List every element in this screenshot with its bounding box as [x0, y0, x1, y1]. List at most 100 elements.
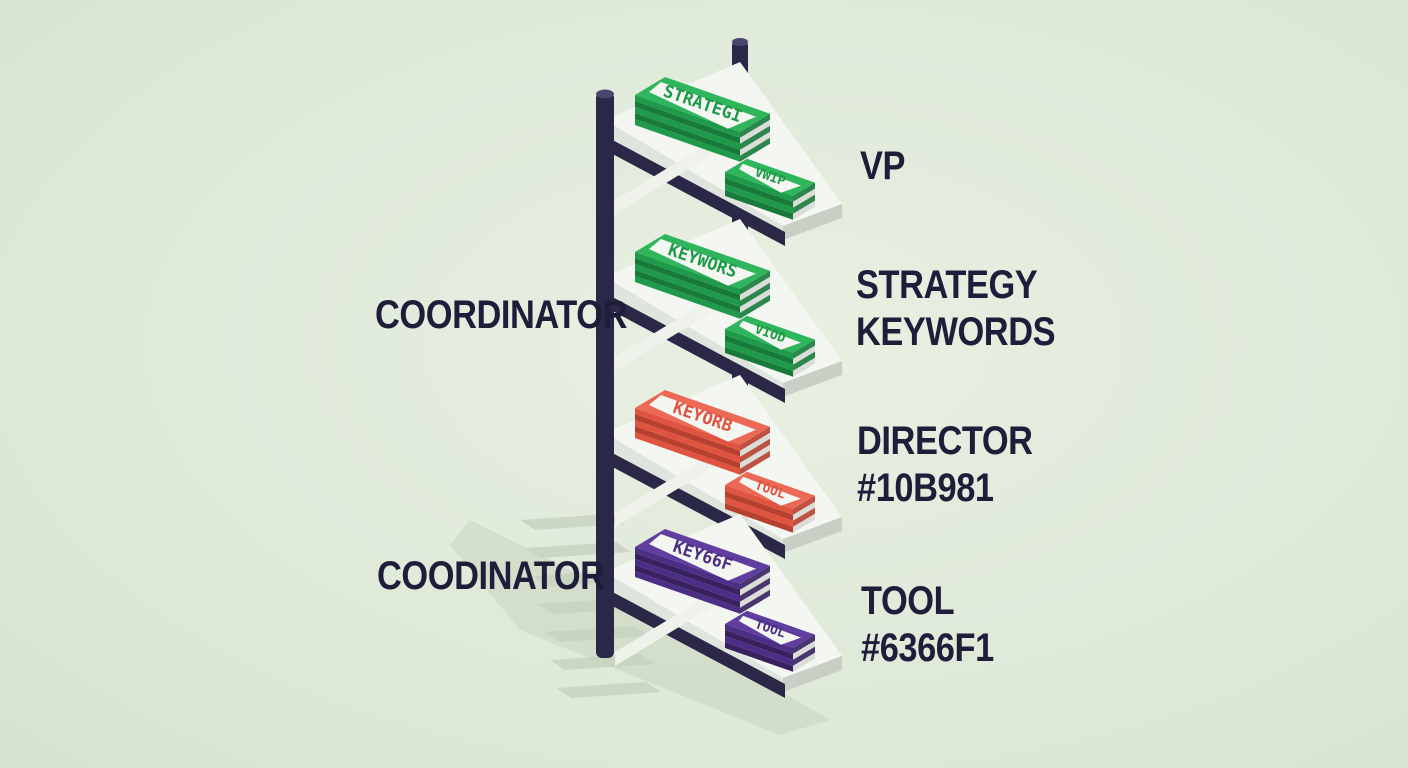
- shelf-front-bar: [605, 136, 785, 246]
- shelf-1-small-box-layer-1: [725, 172, 793, 202]
- shelf-1-label-line-1: VP: [860, 144, 906, 188]
- shelf-2-small-box-layer-4: [725, 347, 793, 377]
- shelf-4-label: TOOL #6366F1: [861, 578, 994, 672]
- shelf-3-big-box-layer-2: [635, 414, 740, 457]
- shelf-front-bar: [605, 588, 785, 698]
- shelf-3-label-line-1: DIRECTOR: [857, 419, 1033, 463]
- shelf-under-support: [615, 130, 730, 214]
- shelf-4-big-box-layer-4: [635, 565, 740, 608]
- shelf-3-big-box: KEYORB: [635, 390, 770, 475]
- shelf-2-label-line-2: KEYWORDS: [856, 310, 1056, 355]
- shelf-1-big-box-side-5: [740, 137, 770, 162]
- front-post-cap: [596, 89, 614, 99]
- shelf-2-small-box-layer-1: [725, 329, 793, 359]
- shelf-3-small-box-side-2: [793, 501, 815, 521]
- shelf-2-small-box-side-3: [793, 351, 815, 371]
- shelf-2-big-box-side-5: [740, 294, 770, 319]
- shelf-2-big-box-layer-3: [635, 264, 740, 307]
- shelf-1-big-box-side-4: [740, 131, 770, 156]
- shelf-2-big-box-label-panel: [649, 239, 756, 286]
- shelf-2-big-box-side-1: [740, 270, 770, 295]
- shelf-4-small-box-side-3: [793, 646, 815, 666]
- shelf-4-big-box-side-3: [740, 577, 770, 602]
- left-label-coordinator: COORDINATOR: [375, 292, 627, 339]
- shelf-3-label: DIRECTOR #10B981: [857, 418, 1033, 512]
- shelf-right-edge: [783, 204, 842, 240]
- shadow-rung-6: [550, 654, 655, 670]
- shelf-2-big-box-side-3: [740, 282, 770, 307]
- shelf-1-small-box-layer-2: [725, 178, 793, 208]
- shelf-under-support: [615, 443, 730, 527]
- shelf-2-big-box-layer-2: [635, 258, 740, 301]
- shelf-2-small-box-label-panel: [739, 320, 801, 350]
- shelf-1-small-box-layer-3: [725, 184, 793, 214]
- shelf-1-big-box-layer-1: [635, 95, 740, 138]
- shelf-1-big-box-layer-4: [635, 113, 740, 156]
- shelf-right-edge: [783, 361, 842, 397]
- shelf-3-label-line-2: #10B981: [857, 466, 994, 511]
- shelf-2-big-box-layer-4: [635, 270, 740, 313]
- shelf-4-small-box-side-1: [793, 634, 815, 654]
- shelf-1-big-box-side-1: [740, 113, 770, 138]
- shelf-3-big-box-layer-1: [635, 408, 740, 451]
- shelf-4-big-box-label-panel: [649, 534, 756, 581]
- shelf-1-big-box-layer-3: [635, 107, 740, 150]
- shelf-3-small-box-layer-3: [725, 497, 793, 527]
- shelf-4-big-box-layer-2: [635, 553, 740, 596]
- shelf-4-big-box-side-5: [740, 589, 770, 614]
- shelf-3-big-box-layer-4: [635, 426, 740, 469]
- shelf-right-edge: [783, 656, 842, 692]
- shelf-2-label-line-1: STRATEGY: [856, 263, 1038, 307]
- shelf-under-support: [615, 582, 730, 666]
- shelf-3-small-box-side-4: [793, 513, 815, 533]
- shelf-2-small-box-side-2: [793, 345, 815, 365]
- back-post-cap: [732, 38, 748, 46]
- shelf-4-small-box-layer-4: [725, 642, 793, 672]
- shelf-1-small-box-side-4: [793, 200, 815, 220]
- shelf-2-label: STRATEGY KEYWORDS: [856, 262, 1056, 356]
- shelf-4-big-box-side-4: [740, 583, 770, 608]
- shelf-1-big-box-layer-2: [635, 101, 740, 144]
- shelf-4-small-box-layer-2: [725, 630, 793, 660]
- shelf-1-small-box: VWIP: [725, 158, 815, 220]
- shelf-1-small-box-side-1: [793, 182, 815, 202]
- shelf-3-big-box-side-3: [740, 438, 770, 463]
- shelf-2-big-box: KEYWORS: [635, 234, 770, 319]
- shelf-4-label-line-2: #6366F1: [861, 626, 994, 671]
- shelf-right-edge: [783, 517, 842, 553]
- shelf-4-big-box-layer-5: [635, 571, 740, 614]
- shelf-4-small-box: TOOL: [725, 610, 815, 672]
- shelf-2-big-box-side-4: [740, 288, 770, 313]
- shelf-2-big-box-layer-1: [635, 252, 740, 295]
- shelf-4-label-line-1: TOOL: [861, 579, 955, 623]
- shelf-4-big-box-layer-1: [635, 547, 740, 590]
- shelf-1-big-box-layer-5: [635, 119, 740, 162]
- left-label-coordinator-text: COORDINATOR: [375, 293, 627, 337]
- left-label-coodinator: COODINATOR: [377, 553, 605, 600]
- shelf-3-small-box-layer-4: [725, 503, 793, 533]
- left-label-coodinator-text: COODINATOR: [377, 554, 605, 598]
- shelf-2-small-box-layer-2: [725, 335, 793, 365]
- shelf-3-big-box-side-2: [740, 432, 770, 457]
- shelf-4-small-box-side-2: [793, 640, 815, 660]
- shelf-3-big-box-side-1: [740, 426, 770, 451]
- shelf-3-big-box-side-4: [740, 444, 770, 469]
- shelf-4-big-box-side-1: [740, 565, 770, 590]
- shelf-4-small-box-side-4: [793, 652, 815, 672]
- shelf-4-big-box: KEY66F: [635, 529, 770, 614]
- front-post: [596, 92, 614, 658]
- shelf-3-big-box-layer-5: [635, 432, 740, 475]
- shelf-3-big-box-layer-3: [635, 420, 740, 463]
- shelf-1-small-box-label-panel: [739, 163, 801, 193]
- shelf-2-small-box-side-4: [793, 357, 815, 377]
- shelf-2-small-box: VIOD: [725, 315, 815, 377]
- shelf-1-big-box-side-3: [740, 125, 770, 150]
- shelf-3-big-box-side-5: [740, 450, 770, 475]
- shadow-rung-7: [556, 682, 661, 698]
- shelf-1-small-box-layer-4: [725, 190, 793, 220]
- shelf-4-big-box-layer-3: [635, 559, 740, 602]
